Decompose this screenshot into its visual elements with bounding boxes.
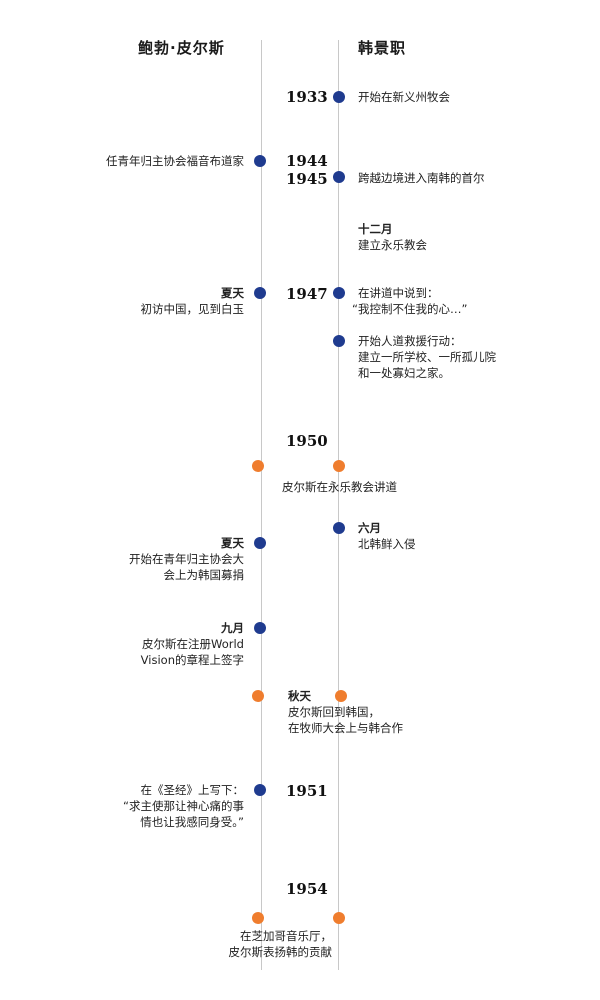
year-1950: 1950 [286,432,328,450]
header-bob-pierce: 鲍勃·皮尔斯 [138,39,225,57]
event-text-autumn-line1: 皮尔斯回到韩国， [288,705,380,719]
event-text-1954-line1: 在芝加哥音乐厅， [240,929,332,943]
event-text-1947b-line2: 建立一所学校、一所孤儿院 [358,350,496,364]
event-left-1944: 任青年归主协会福音布道家 [106,154,244,168]
season-label-autumn: 秋天 [288,689,311,703]
timeline-line-left [261,40,262,970]
event-dot-right-1947b [333,335,345,347]
year-1947: 1947 [286,285,328,303]
event-text-december: 建立永乐教会 [358,238,427,252]
event-dot-right-1950 [333,460,345,472]
event-text-1951-line1: 在《圣经》上写下： [140,783,245,797]
event-right-1933: 开始在新义州牧会 [358,90,450,104]
event-left-september: 九月 皮尔斯在注册World Vision的章程上签字 [141,620,244,668]
event-text-summer-line2: 会上为韩国募捐 [163,568,245,582]
month-label-september: 九月 [221,621,244,635]
event-center-autumn: 秋天 皮尔斯回到韩国， 在牧师大会上与韩合作 [288,688,403,736]
event-text-1951-line2: “求主使那让神心痛的事 [123,799,244,813]
event-text-summer-line1: 开始在青年归主协会大 [129,552,244,566]
event-dot-right-1954 [333,912,345,924]
event-dot-left-summer [254,537,266,549]
event-dot-right-june [333,522,345,534]
event-text-june: 北韩鲜入侵 [358,537,416,551]
year-1933: 1933 [286,88,328,106]
event-text-1947b-line1: 开始人道救援行动： [358,334,462,348]
year-1944: 1944 [286,152,328,170]
event-text-1954-line2: 皮尔斯表扬韩的贡献 [228,945,333,959]
event-right-december: 十二月 建立永乐教会 [358,221,427,253]
event-dot-left-autumn [252,690,264,702]
event-right-1947a: 在讲道中说到： “我控制不住我的心…” [352,285,467,317]
event-dot-right-1933 [333,91,345,103]
event-left-1947: 夏天 初访中国，见到白玉 [141,285,245,317]
season-label-summer-1947: 夏天 [221,286,244,300]
event-dot-right-autumn [335,690,347,702]
event-center-1954: 在芝加哥音乐厅， 皮尔斯表扬韩的贡献 [229,928,333,960]
event-right-june: 六月 北韩鲜入侵 [358,520,416,552]
season-label-summer: 夏天 [221,536,244,550]
event-dot-right-1947a [333,287,345,299]
event-text-september-line1: 皮尔斯在注册World [142,637,244,651]
year-1954: 1954 [286,880,328,898]
event-dot-right-1945 [333,171,345,183]
event-text-1951-line3: 情也让我感同身受。” [140,815,244,829]
event-dot-left-1947 [254,287,266,299]
event-text-september-line2: Vision的章程上签字 [140,653,244,667]
event-text-autumn-line2: 在牧师大会上与韩合作 [288,721,403,735]
event-center-1950: 皮尔斯在永乐教会讲道 [282,480,397,494]
event-text-summer-1947: 初访中国，见到白玉 [140,302,245,316]
header-han-kyung-chik: 韩景职 [358,39,407,57]
timeline-line-right [338,40,339,970]
month-label-december: 十二月 [358,222,393,236]
event-text-1947a-line1: 在讲道中说到： [358,286,439,300]
event-dot-left-1950 [252,460,264,472]
event-dot-left-1944 [254,155,266,167]
event-right-1947b: 开始人道救援行动： 建立一所学校、一所孤儿院 和一处寡妇之家。 [358,333,496,381]
year-1951: 1951 [286,782,328,800]
event-dot-left-1954 [252,912,264,924]
event-text-1947a-line2: “我控制不住我的心…” [352,302,468,316]
event-dot-left-september [254,622,266,634]
month-label-june: 六月 [358,521,381,535]
event-right-1945: 跨越边境进入南韩的首尔 [358,171,485,185]
event-dot-left-1951 [254,784,266,796]
year-1945: 1945 [286,170,328,188]
event-left-summer: 夏天 开始在青年归主协会大 会上为韩国募捐 [129,535,244,583]
event-text-1947b-line3: 和一处寡妇之家。 [358,366,450,380]
event-left-1951: 在《圣经》上写下： “求主使那让神心痛的事 情也让我感同身受。” [123,782,244,830]
